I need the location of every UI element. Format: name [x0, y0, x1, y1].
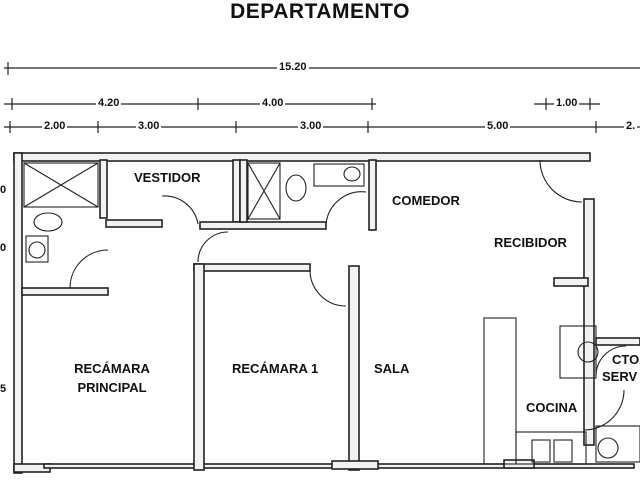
- room-cuarto-servicio: CTO: [612, 352, 639, 368]
- room-label-line: PRINCIPAL: [77, 380, 147, 395]
- door-swing: [197, 231, 229, 263]
- sink-main-bath: [28, 241, 46, 259]
- room-cocina: COCINA: [526, 400, 578, 415]
- door-swing: [69, 249, 109, 289]
- toilet-second-bath: [285, 174, 307, 202]
- room-label-line: RECÁMARA: [74, 361, 150, 376]
- kitchen-counter: [483, 317, 517, 465]
- shower-second-bath: [247, 162, 281, 220]
- dimension-overall: 15.20: [277, 61, 309, 73]
- fixtures: [23, 159, 640, 465]
- sink-second-bath: [343, 166, 361, 182]
- toilet-main-bath: [33, 212, 63, 232]
- door-swing: [583, 389, 625, 431]
- room-recamara-principal: RECÁMARA PRINCIPAL: [62, 359, 162, 397]
- room-recamara-1: RECÁMARA 1: [232, 361, 319, 376]
- dimension-1-00: 1.00: [554, 97, 580, 109]
- dimension-2-cut: 2.: [624, 120, 638, 132]
- dimension-3-00-a: 3.00: [136, 120, 162, 132]
- walls: [13, 152, 640, 474]
- room-comedor: COMEDOR: [392, 193, 460, 208]
- dimension-5-00: 5.00: [485, 120, 511, 132]
- door-swing: [595, 345, 627, 377]
- room-vestidor: VESTIDOR: [134, 170, 201, 185]
- plan-title: DEPARTAMENTO: [230, 0, 410, 23]
- door-swing: [325, 191, 367, 225]
- dimension-3-00-b: 3.00: [298, 120, 324, 132]
- door-swing: [309, 269, 347, 307]
- side-label: 0: [0, 242, 7, 254]
- room-cuarto-servicio-2: SERV: [602, 369, 638, 384]
- side-label: 5: [0, 383, 7, 395]
- water-heater: [559, 325, 597, 379]
- shower-main-bath: [23, 162, 99, 208]
- dimension-2-00: 2.00: [42, 120, 68, 132]
- room-sala: SALA: [374, 361, 410, 376]
- room-recibidor: RECIBIDOR: [494, 235, 567, 250]
- door-swing: [161, 195, 199, 225]
- laundry-sink: [597, 437, 619, 459]
- dimension-4-00: 4.00: [260, 97, 286, 109]
- dimension-4-20: 4.20: [96, 97, 122, 109]
- door-swing: [539, 159, 583, 203]
- stove: [531, 439, 551, 463]
- room-label-line: CTO: [612, 352, 640, 367]
- side-label: 0: [0, 184, 7, 196]
- dimension-lines: [4, 62, 640, 133]
